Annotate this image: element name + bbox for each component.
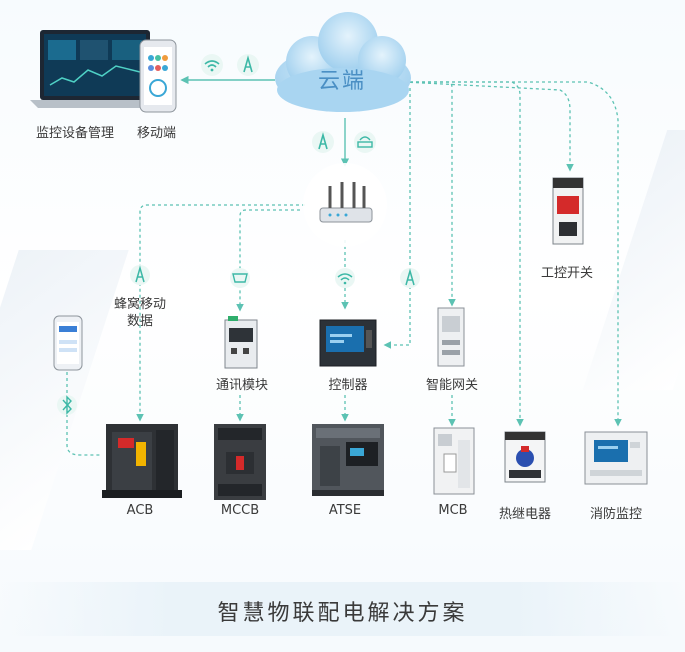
control-switch-illustration: [552, 177, 584, 245]
acb-illustration: [102, 424, 182, 498]
wifi-icon: [201, 54, 223, 76]
line-cloud-to-controller-path: [383, 88, 411, 349]
controller-label: 控制器: [328, 378, 368, 393]
line-cloud-to-fire: [404, 81, 622, 427]
fire-monitor-illustration: [584, 431, 648, 485]
cloud-label: 云端: [318, 69, 367, 94]
comm-module-label: 通讯模块: [215, 378, 269, 393]
mobile-phone-illustration: [139, 39, 177, 113]
antenna-icon: [237, 54, 259, 76]
mcb-illustration: [433, 427, 475, 495]
laptop-illustration: [30, 30, 160, 108]
antenna-icon: [130, 265, 150, 285]
fire-monitor-label: 消防监控: [589, 507, 643, 522]
phone-left-illustration: [53, 315, 83, 371]
acb-label: ACB: [126, 503, 154, 518]
router-illustration: [303, 163, 387, 247]
atse-label: ATSE: [328, 503, 362, 518]
monitor-label: 监控设备管理: [36, 126, 115, 141]
smart-gateway-illustration: [437, 307, 465, 367]
smart-gateway-label: 智能网关: [425, 378, 479, 393]
line-phone-to-acb: [66, 372, 100, 456]
antenna-icon: [400, 268, 420, 288]
line-router-to-acb: [136, 204, 305, 422]
atse-illustration: [312, 424, 384, 496]
line-router-to-comm: [236, 209, 300, 312]
thermal-relay-illustration: [504, 431, 546, 483]
serial-port-icon: [230, 268, 250, 288]
title-band: [0, 582, 685, 636]
comm-module-illustration: [224, 316, 258, 369]
mcb-label: MCB: [438, 503, 468, 518]
line-cloud-to-switch: [403, 81, 574, 172]
mccb-label: MCCB: [220, 503, 260, 518]
thermal-relay-label: 热继电器: [498, 507, 552, 522]
wifi-icon: [335, 268, 355, 288]
mobile-label: 移动端: [137, 126, 177, 141]
cellular-label: 蜂窝移动数据: [113, 297, 166, 329]
router-icon: [354, 131, 376, 153]
control-switch-label: 工控开关: [540, 266, 594, 281]
controller-illustration: [319, 319, 377, 367]
antenna-icon: [312, 131, 334, 153]
cloud-shape: [275, 12, 411, 112]
page-title: 智慧物联配电解决方案: [217, 601, 468, 626]
mccb-illustration: [214, 424, 266, 500]
bluetooth-icon: [57, 395, 77, 415]
